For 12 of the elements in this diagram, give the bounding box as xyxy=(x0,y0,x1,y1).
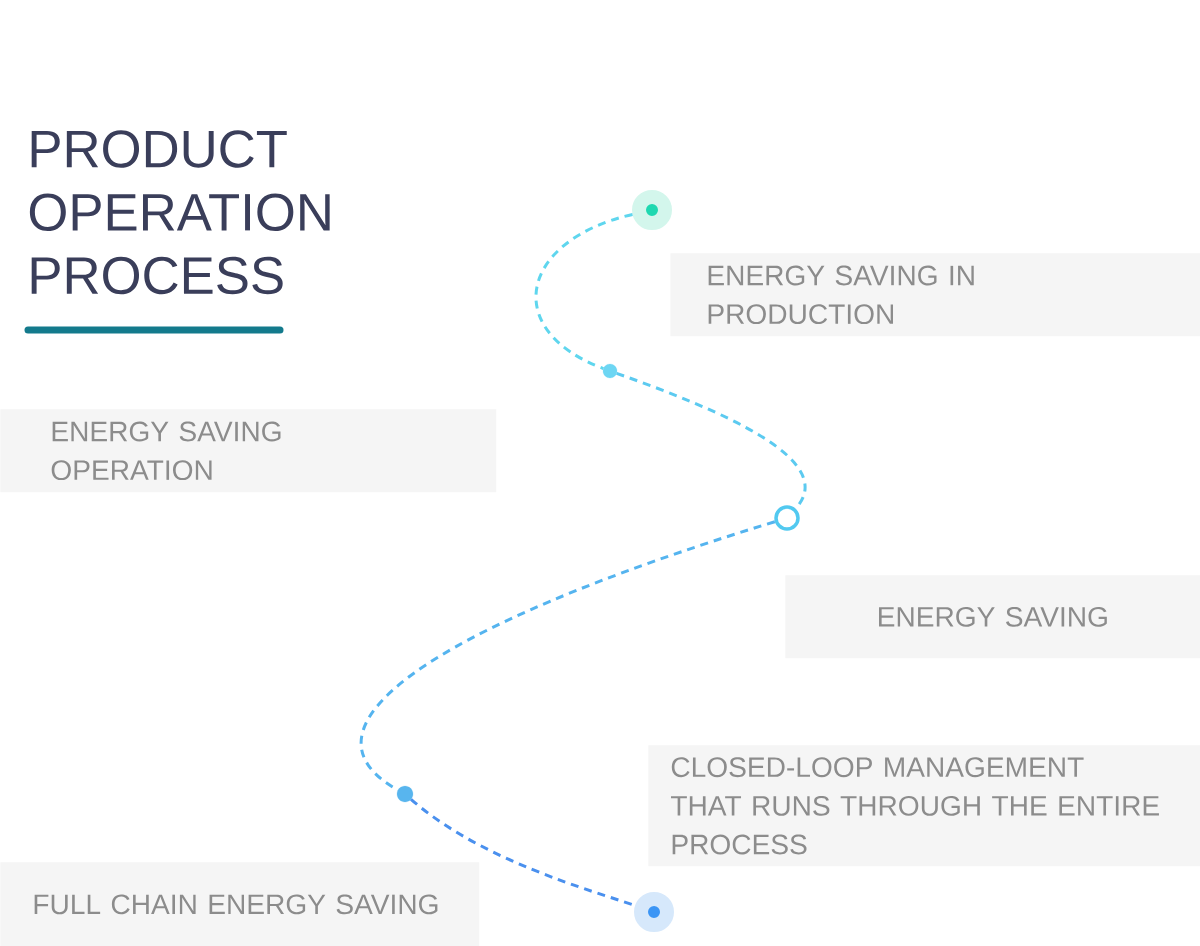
label-box: ENERGY SAVING xyxy=(785,575,1200,659)
dot xyxy=(602,363,618,379)
ring xyxy=(774,505,800,531)
label-box: FULL CHAIN ENERGY SAVING xyxy=(0,862,480,946)
label-box: ENERGY SAVING OPERATION xyxy=(0,409,497,493)
label-box: CLOSED-LOOP MANAGEMENT THAT RUNS THROUGH THE ENTIRE PROCESS xyxy=(648,745,1200,867)
dot-with-halo xyxy=(634,892,674,932)
dot-with-halo xyxy=(632,190,672,230)
dot xyxy=(396,785,414,803)
label-box: ENERGY SAVING IN PRODUCTION xyxy=(670,253,1200,337)
dashed-curve xyxy=(534,213,633,370)
title: PRODUCT OPERATION PROCESS xyxy=(29,130,330,295)
